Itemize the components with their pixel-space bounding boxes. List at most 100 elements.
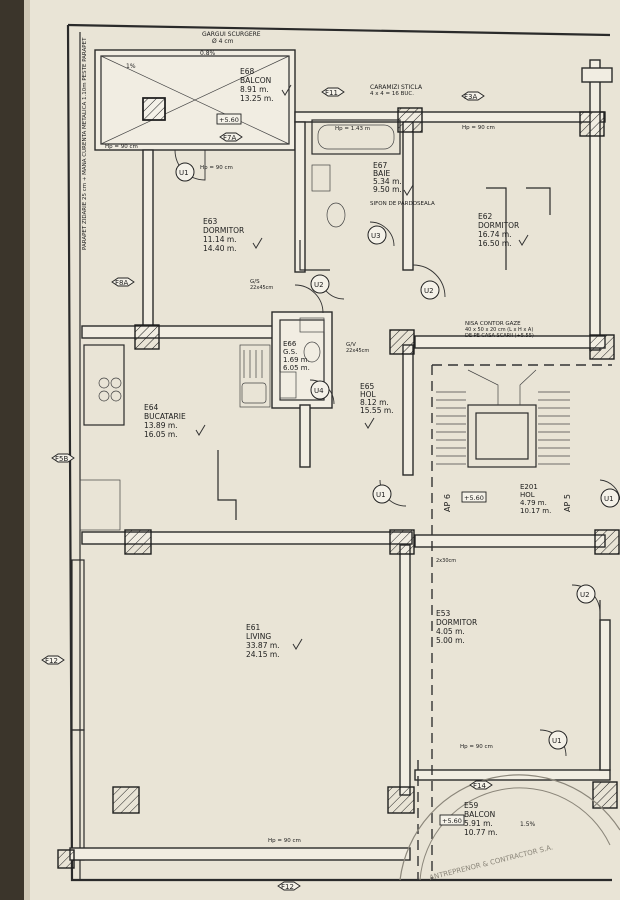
svg-text:AP 6: AP 6 xyxy=(443,494,452,512)
window-tag-f7a: F7A xyxy=(219,132,243,142)
svg-text:9.50 m.: 9.50 m. xyxy=(373,185,402,194)
svg-text:F5B: F5B xyxy=(55,455,68,463)
interior-partitions xyxy=(217,187,601,770)
svg-text:DORMITOR: DORMITOR xyxy=(478,221,519,230)
door-tag-u1-bedroom: U1 xyxy=(548,730,568,750)
svg-text:+5.60: +5.60 xyxy=(219,116,239,124)
svg-text:10.77 m.: 10.77 m. xyxy=(464,828,498,837)
window-tag-f12-bottom: F12 xyxy=(277,881,301,891)
svg-text:SIFON DE PARDOSEALA: SIFON DE PARDOSEALA xyxy=(370,201,435,207)
svg-text:F8A: F8A xyxy=(115,279,128,287)
svg-text:+5.60: +5.60 xyxy=(442,817,462,825)
svg-text:GARGUI SCURGERE: GARGUI SCURGERE xyxy=(202,31,261,38)
door-tags: U1 U2 U2 U3 U4 U1 U1 U1 xyxy=(175,162,620,750)
room-label-e53: E53 DORMITOR 4.05 m. 5.00 m. xyxy=(436,609,477,645)
svg-text:F12: F12 xyxy=(45,657,58,665)
svg-text:E66: E66 xyxy=(283,340,297,348)
svg-text:Hp = 90 cm: Hp = 90 cm xyxy=(460,744,493,750)
door-tag-u1-right: U1 xyxy=(600,488,620,508)
svg-text:E59: E59 xyxy=(464,801,479,810)
svg-text:U2: U2 xyxy=(580,591,590,599)
room-label-e61: E61 LIVING 33.87 m. 24.15 m. xyxy=(246,623,280,659)
window-tag-f12-left: F12 xyxy=(41,655,65,665)
svg-text:NISA CONTOR GAZE: NISA CONTOR GAZE xyxy=(465,321,521,327)
apartment-boundary xyxy=(417,364,612,880)
apartment-labels: AP 6 AP 5 xyxy=(443,494,572,512)
svg-text:U1: U1 xyxy=(376,491,386,499)
staircase xyxy=(436,369,570,468)
svg-text:F14: F14 xyxy=(473,782,486,790)
svg-text:U1: U1 xyxy=(552,737,562,745)
svg-text:BALCON: BALCON xyxy=(464,810,495,819)
window-tag-f3a: F3A xyxy=(461,91,485,101)
svg-text:F11: F11 xyxy=(325,89,338,97)
door-tag-u2-bedroom: U2 xyxy=(576,584,596,604)
svg-text:BALCON: BALCON xyxy=(240,76,271,85)
svg-text:16.05 m.: 16.05 m. xyxy=(144,430,178,439)
svg-text:BAIE: BAIE xyxy=(373,169,390,178)
svg-text:13.89 m.: 13.89 m. xyxy=(144,421,178,430)
room-label-e63: E63 DORMITOR 11.14 m. 14.40 m. xyxy=(203,217,244,253)
svg-text:11.14 m.: 11.14 m. xyxy=(203,235,237,244)
window-tag-f8a: F8A xyxy=(111,277,135,287)
svg-text:5.34 m.: 5.34 m. xyxy=(373,177,402,186)
svg-text:LIVING: LIVING xyxy=(246,632,271,641)
svg-text:Ø 4 cm: Ø 4 cm xyxy=(212,38,234,45)
svg-text:ANTREPRENOR & CONTRACTOR S.A.: ANTREPRENOR & CONTRACTOR S.A. xyxy=(429,843,554,882)
door-tag-u3: U3 xyxy=(367,225,387,245)
svg-text:U2: U2 xyxy=(424,287,434,295)
svg-text:U1: U1 xyxy=(604,495,614,503)
svg-text:22x45cm: 22x45cm xyxy=(250,285,273,291)
svg-text:AP 5: AP 5 xyxy=(563,494,572,512)
svg-text:5.00 m.: 5.00 m. xyxy=(436,636,465,645)
svg-text:E201: E201 xyxy=(520,483,538,491)
svg-text:G/S: G/S xyxy=(250,279,260,285)
page-edge xyxy=(0,0,24,900)
level-marks: +5.60 +5.60 +5.60 xyxy=(216,113,487,826)
svg-text:4.05 m.: 4.05 m. xyxy=(436,627,465,636)
window-tag-f14: F14 xyxy=(469,780,493,790)
door-tag-u1-hall: U1 xyxy=(372,484,392,504)
svg-text:16.74 m.: 16.74 m. xyxy=(478,230,512,239)
svg-text:14.40 m.: 14.40 m. xyxy=(203,244,237,253)
svg-text:16.50 m.: 16.50 m. xyxy=(478,239,512,248)
room-label-e68: E68 BALCON 8.91 m. 13.25 m. xyxy=(240,67,274,103)
svg-text:DORMITOR: DORMITOR xyxy=(436,618,477,627)
svg-text:HOL: HOL xyxy=(520,491,535,499)
svg-text:2x30cm: 2x30cm xyxy=(436,558,456,564)
room-labels: E68 BALCON 8.91 m. 13.25 m. E67 BAIE 5.3… xyxy=(144,67,551,837)
svg-text:8.91 m.: 8.91 m. xyxy=(240,85,269,94)
svg-text:E68: E68 xyxy=(240,67,255,76)
svg-text:E63: E63 xyxy=(203,217,218,226)
window-tags: F11 F3A F7A F8A F5B F12 F14 F12 xyxy=(41,87,493,891)
svg-text:1%: 1% xyxy=(126,63,136,70)
svg-text:5.91 m.: 5.91 m. xyxy=(464,819,493,828)
svg-text:13.25 m.: 13.25 m. xyxy=(240,94,274,103)
svg-text:F7A: F7A xyxy=(223,134,236,142)
svg-text:+5.60: +5.60 xyxy=(464,494,484,502)
room-label-e64: E64 BUCATARIE 13.89 m. 16.05 m. xyxy=(144,403,186,439)
svg-text:40 x 50 x 20 cm (L x H x A): 40 x 50 x 20 cm (L x H x A) xyxy=(465,327,533,333)
bathroom-fixtures xyxy=(79,119,401,531)
room-label-e59: E59 BALCON 5.91 m. 10.77 m. xyxy=(464,801,498,837)
svg-text:U4: U4 xyxy=(314,387,324,395)
check-marks xyxy=(195,84,529,650)
door-tag-u1-top: U1 xyxy=(175,162,195,182)
svg-text:Hp = 90 cm: Hp = 90 cm xyxy=(268,838,301,844)
svg-text:DE PE CASA SCARII (+5.55): DE PE CASA SCARII (+5.55) xyxy=(465,333,534,339)
svg-text:E62: E62 xyxy=(478,212,493,221)
svg-text:15.55 m.: 15.55 m. xyxy=(360,406,394,415)
door-swings xyxy=(174,149,620,757)
svg-text:24.15 m.: 24.15 m. xyxy=(246,650,280,659)
svg-text:BUCATARIE: BUCATARIE xyxy=(144,412,186,421)
svg-text:DORMITOR: DORMITOR xyxy=(203,226,244,235)
svg-text:E61: E61 xyxy=(246,623,261,632)
door-tag-u4: U4 xyxy=(310,380,330,400)
svg-text:F3A: F3A xyxy=(464,93,477,101)
contractor-stamp xyxy=(399,774,620,881)
svg-text:0.8%: 0.8% xyxy=(200,50,216,57)
window-tag-f11: F11 xyxy=(321,87,345,97)
svg-text:E53: E53 xyxy=(436,609,451,618)
svg-text:33.87 m.: 33.87 m. xyxy=(246,641,280,650)
svg-text:F12: F12 xyxy=(281,883,294,891)
